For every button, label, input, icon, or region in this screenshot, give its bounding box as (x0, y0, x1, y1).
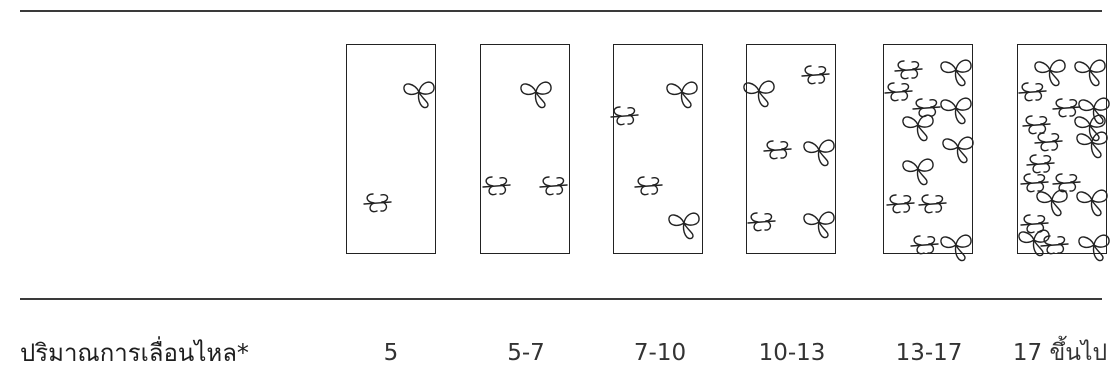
flat-seed-icon (747, 212, 776, 232)
flat-seed-icon (634, 176, 663, 196)
floating-seed-icon (1076, 131, 1108, 159)
floating-seed-icon (1034, 59, 1066, 87)
floating-seed-icon (940, 59, 972, 87)
floating-seed-icon (1074, 59, 1106, 87)
floating-seed-icon (902, 114, 934, 142)
panel-drawing (1018, 59, 1110, 262)
flat-seed-icon (1022, 115, 1051, 135)
floating-seed-icon (668, 212, 700, 240)
panel-drawing (743, 65, 835, 239)
panel-box (346, 44, 436, 254)
floating-seed-icon (1036, 189, 1068, 217)
flat-seed-icon (363, 193, 392, 213)
flat-seed-icon (1020, 173, 1049, 193)
floating-seed-icon (520, 81, 552, 109)
panel-drawing (610, 81, 700, 240)
flat-seed-icon (886, 194, 915, 214)
floating-seed-icon (940, 97, 972, 125)
flat-seed-icon (1026, 154, 1055, 174)
flat-seed-icon (763, 140, 792, 160)
flat-seed-icon (884, 82, 913, 102)
row-title: ปริมาณการเลื่อนไหล* (20, 339, 249, 367)
flat-seed-icon (1052, 173, 1081, 193)
flat-seed-icon (912, 98, 941, 118)
floating-seed-icon (1018, 229, 1050, 257)
floating-seed-icon (1074, 114, 1106, 142)
flat-seed-icon (1052, 98, 1081, 118)
category-label: 13-17 (895, 340, 963, 366)
panel-drawing (884, 59, 974, 262)
category-label: 7-10 (633, 340, 687, 366)
category-label: 10-13 (758, 340, 826, 366)
panel-box (610, 44, 703, 254)
floating-seed-icon (803, 211, 835, 239)
floating-seed-icon (803, 139, 835, 167)
flat-seed-icon (1040, 235, 1069, 255)
panel-drawing (482, 81, 568, 196)
flat-seed-icon (801, 65, 830, 85)
floating-seed-icon (666, 81, 698, 109)
panel-box (883, 44, 974, 262)
category-row: ปริมาณการเลื่อนไหล* 5 5-7 7-10 10-13 13-… (0, 335, 1119, 371)
flat-seed-icon (918, 194, 947, 214)
flat-seed-icon (482, 176, 511, 196)
flat-seed-icon (1018, 82, 1047, 102)
floating-seed-icon (403, 81, 435, 109)
category-label: 17 ขึ้นไป (1012, 340, 1108, 366)
floating-seed-icon (942, 136, 974, 164)
middle-rule (20, 298, 1102, 300)
floating-seed-icon (1076, 189, 1108, 217)
flat-seed-icon (894, 60, 923, 80)
flat-seed-icon (539, 176, 568, 196)
floating-seed-icon (940, 234, 972, 262)
flat-seed-icon (910, 235, 939, 255)
category-label: 5-7 (507, 340, 545, 366)
floating-seed-icon (1078, 97, 1110, 125)
top-rule (20, 10, 1102, 12)
panel-box (743, 44, 836, 254)
floating-seed-icon (743, 80, 775, 108)
flat-seed-icon (1034, 132, 1063, 152)
floating-seed-icon (1078, 234, 1110, 262)
category-label: 5 (383, 340, 399, 366)
panel-box (1017, 44, 1110, 262)
panel-box (480, 44, 570, 254)
flat-seed-icon (610, 106, 639, 126)
panel-drawing (363, 81, 435, 213)
floating-seed-icon (902, 158, 934, 186)
